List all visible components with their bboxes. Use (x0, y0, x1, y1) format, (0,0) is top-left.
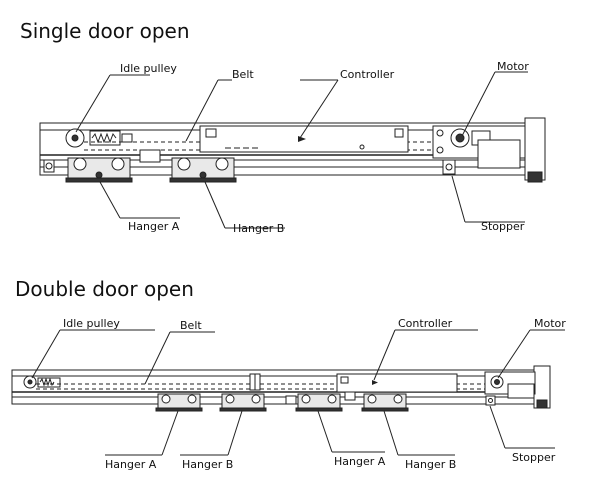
single-label-controller: Controller (340, 68, 395, 81)
double-label-belt: Belt (180, 319, 202, 332)
single-stopper (442, 159, 456, 175)
double-rail-body (11, 369, 551, 405)
double-label-stopper: Stopper (512, 451, 556, 464)
double-label-idle-pulley: Idle pulley (63, 317, 120, 330)
single-motor-unit (432, 125, 526, 169)
double-label-controller: Controller (398, 317, 453, 330)
single-hanger-a (65, 157, 133, 183)
single-label-belt: Belt (232, 68, 254, 81)
double-label-hanger-a-left: Hanger A (105, 458, 157, 471)
single-hanger-b (169, 157, 237, 183)
double-hanger-a-left (155, 393, 203, 412)
double-track-assembly (11, 365, 551, 412)
single-controller-unit (199, 125, 409, 153)
double-leader-lines (31, 329, 565, 456)
single-label-motor: Motor (497, 60, 529, 73)
double-hanger-b-left (219, 393, 267, 412)
double-label-hanger-a-right: Hanger A (334, 455, 386, 468)
double-hanger-a-right (295, 393, 343, 412)
double-label-hanger-b-right: Hanger B (405, 458, 456, 471)
single-label-hanger-b: Hanger B (233, 222, 284, 235)
double-label-hanger-b-left: Hanger B (182, 458, 233, 471)
single-leader-lines (75, 71, 528, 229)
single-label-idle-pulley: Idle pulley (120, 62, 177, 75)
double-hanger-b-right (361, 393, 409, 412)
single-label-hanger-a: Hanger A (128, 220, 180, 233)
double-stopper (485, 395, 496, 406)
double-idle-pulley (23, 375, 61, 389)
single-label-stopper: Stopper (481, 220, 525, 233)
double-controller-unit (336, 373, 458, 401)
double-section-title: Double door open (15, 277, 194, 301)
single-section-title: Single door open (20, 19, 190, 43)
double-label-motor: Motor (534, 317, 566, 330)
double-motor-unit (484, 371, 536, 399)
single-track-assembly (39, 117, 546, 183)
